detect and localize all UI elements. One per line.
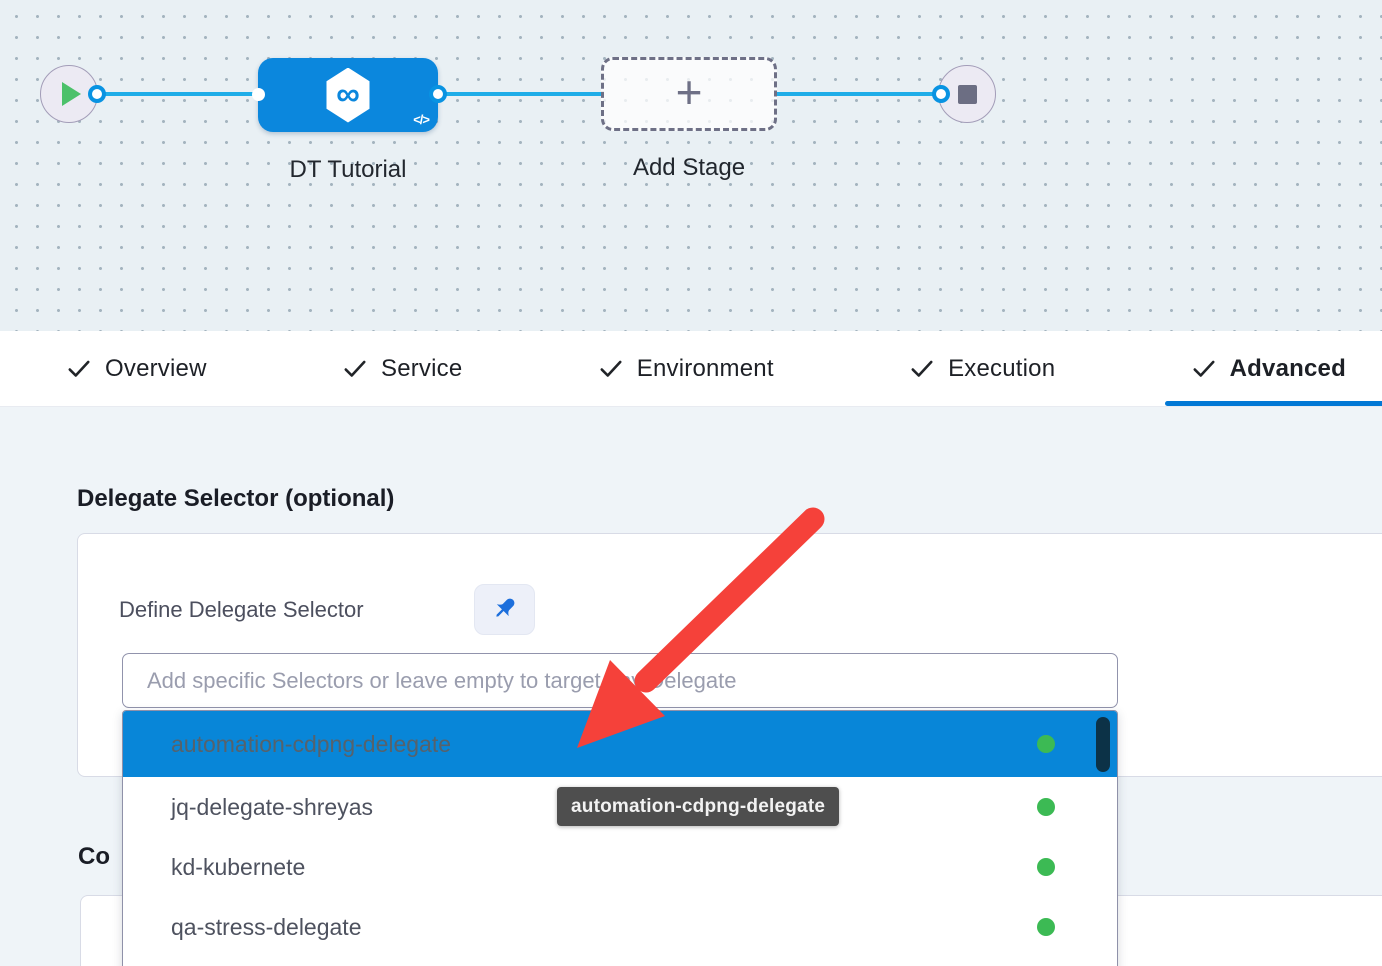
pin-input-type-button[interactable] [474, 584, 535, 635]
start-node-port[interactable] [88, 85, 106, 103]
tab-label: Environment [636, 354, 774, 382]
edge-addstage-to-end [775, 92, 942, 96]
check-icon [909, 356, 935, 382]
status-connected-dot [1037, 735, 1055, 753]
stop-icon [957, 84, 977, 104]
define-delegate-selector-label: Define Delegate Selector [119, 597, 364, 622]
edge-stage-to-addstage [438, 92, 604, 96]
delegate-option-kd-kubernete[interactable]: kd-kubernete [123, 837, 1117, 897]
status-connected-dot [1037, 918, 1055, 936]
delegate-selector-input[interactable] [122, 653, 1118, 708]
delegate-option-automation-cdpng-delegate[interactable]: automation-cdpng-delegate [123, 711, 1117, 777]
add-stage-button[interactable]: + [601, 57, 777, 131]
play-icon [62, 82, 81, 106]
tab-advanced[interactable]: Advanced [1164, 331, 1382, 406]
tab-label: Execution [948, 354, 1056, 382]
tab-execution[interactable]: Execution [883, 331, 1081, 406]
tab-overview[interactable]: Overview [40, 331, 233, 406]
add-stage-label: Add Stage [632, 154, 746, 181]
tab-service[interactable]: Service [316, 331, 488, 406]
delegate-selector-heading: Delegate Selector (optional) [77, 485, 395, 512]
delegate-name-tooltip: automation-cdpng-delegate [557, 787, 840, 826]
delegate-option-qa-stress-delegate[interactable]: qa-stress-delegate [123, 897, 1117, 957]
stage-node-dt-tutorial[interactable]: ∞ </> [258, 58, 438, 132]
check-icon [342, 356, 368, 382]
tab-environment[interactable]: Environment [572, 331, 800, 406]
delegate-option-label: jq-delegate-shreyas [171, 793, 374, 820]
dropdown-scrollbar-thumb[interactable] [1096, 717, 1110, 772]
delegate-option-jq-delegate-shreyas[interactable]: jq-delegate-shreyas [123, 777, 1117, 837]
truncated-section-heading: Co [78, 843, 110, 870]
status-connected-dot [1037, 798, 1055, 816]
stage-left-port[interactable] [252, 88, 265, 101]
check-icon [598, 356, 624, 382]
plus-icon: + [675, 66, 703, 118]
tab-label: Service [380, 354, 463, 382]
check-icon [1191, 356, 1217, 382]
status-connected-dot [1037, 858, 1055, 876]
code-icon: </> [413, 112, 430, 127]
pipeline-canvas[interactable]: ∞ </> DT Tutorial + Add Stage [0, 0, 1382, 331]
stage-right-port[interactable] [429, 85, 447, 103]
end-node-port[interactable] [932, 85, 950, 103]
delegate-option-label: kd-kubernete [171, 853, 306, 880]
edge-start-to-stage [98, 92, 263, 96]
advanced-tab-content: Delegate Selector (optional) Define Dele… [0, 407, 1382, 966]
delegate-options-dropdown: automation-cdpng-delegate jq-delegate-sh… [122, 710, 1118, 966]
harness-cd-stage-icon: ∞ [326, 67, 370, 123]
tab-label: Advanced [1229, 354, 1346, 382]
pushpin-icon [491, 594, 519, 625]
tab-label: Overview [105, 354, 207, 382]
delegate-option-label: automation-cdpng-delegate [171, 730, 452, 757]
check-icon [66, 356, 92, 382]
stage-node-label: DT Tutorial [289, 156, 407, 183]
stage-tabbar: Overview Service Environment Execution A… [0, 331, 1382, 407]
delegate-option-label: qa-stress-delegate [171, 913, 362, 940]
